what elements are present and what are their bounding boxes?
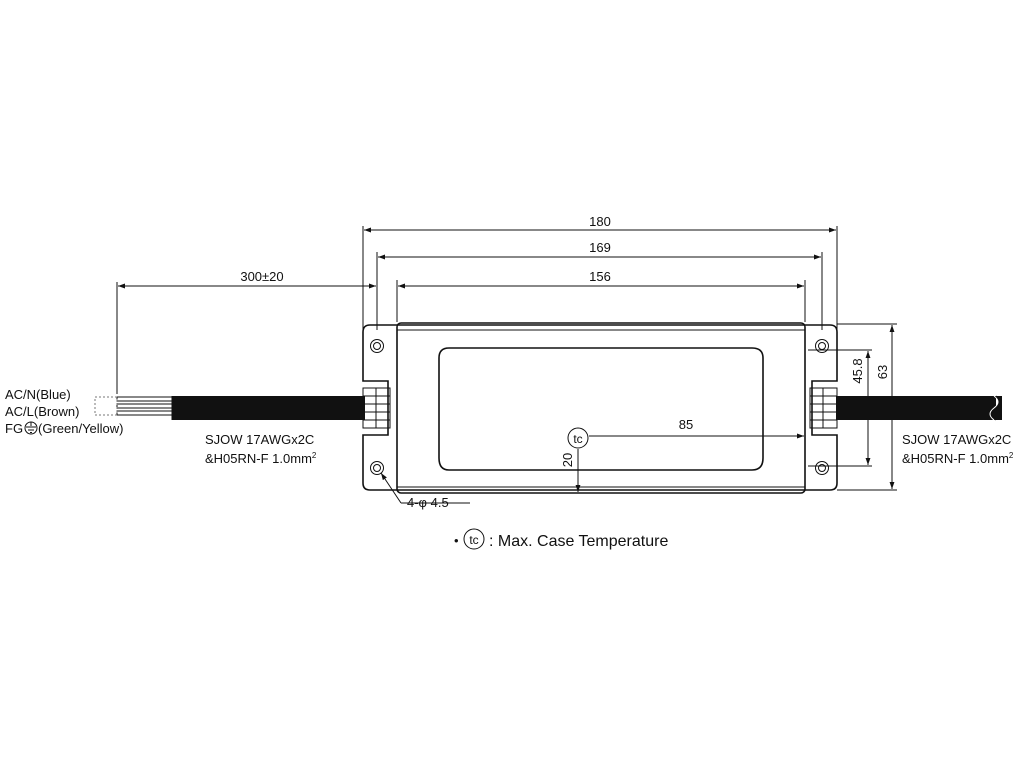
- mount-hole-callout: 4-φ 4.5: [380, 472, 470, 510]
- tc-point: tc 85 20: [560, 417, 804, 492]
- cable-spec-right-line1: SJOW 17AWGx2C: [902, 432, 1011, 447]
- right-cable-gland: [809, 387, 838, 429]
- dim-45-8: 45.8: [850, 358, 865, 383]
- dim-156: 156: [589, 269, 611, 284]
- wire-label-fg-suffix: (Green/Yellow): [38, 421, 124, 436]
- wire-labels: AC/N(Blue) AC/L(Brown) FG (Green/Yellow): [5, 387, 124, 436]
- cables: [172, 395, 1002, 421]
- cable-spec-left-line1: SJOW 17AWGx2C: [205, 432, 314, 447]
- wire-ends: [94, 396, 173, 420]
- legend-bullet: •: [454, 533, 459, 548]
- legend-tc-icon: [463, 528, 485, 550]
- legend-text: : Max. Case Temperature: [489, 533, 668, 550]
- dim-63: 63: [875, 365, 890, 379]
- mounting-hole-top-right: [815, 339, 829, 353]
- legend: • tc : Max. Case Temperature: [454, 528, 668, 550]
- cable-spec-right: SJOW 17AWGx2C &H05RN-F 1.0mm2: [902, 432, 1014, 466]
- label-area: [438, 347, 764, 471]
- input-cable: [172, 396, 365, 420]
- svg-text:&H05RN-F 1.0mm2: &H05RN-F 1.0mm2: [902, 451, 1014, 466]
- tc-symbol-icon: [567, 427, 589, 449]
- dim-cable-length: 300±20: [240, 269, 283, 284]
- cable-spec-left-line2: &H05RN-F 1.0mm: [205, 451, 312, 466]
- wire-blue: [116, 396, 173, 402]
- mount-hole-label: 4-φ 4.5: [407, 495, 449, 510]
- wire-label-ac-l: AC/L(Brown): [5, 404, 79, 419]
- mounting-hole-bottom-left: [370, 461, 384, 475]
- mounting-hole-top-left: [370, 339, 384, 353]
- wire-label-ac-n: AC/N(Blue): [5, 387, 71, 402]
- housing: [362, 322, 838, 494]
- cable-spec-right-sup: 2: [1009, 451, 1014, 460]
- ground-icon: [24, 421, 38, 435]
- dimension-values: 180 169 156 300±20 63 45.8: [240, 214, 890, 384]
- output-cable: [836, 396, 996, 420]
- case-body: [396, 322, 806, 494]
- wire-brown: [116, 403, 173, 409]
- mounting-hole-bottom-right: [815, 461, 829, 475]
- svg-text:&H05RN-F 1.0mm2: &H05RN-F 1.0mm2: [205, 451, 317, 466]
- dim-tc-y: 20: [560, 453, 575, 467]
- wire-label-fg-prefix: FG: [5, 421, 23, 436]
- dim-tc-x: 85: [679, 417, 693, 432]
- tc-symbol-text: tc: [573, 432, 582, 446]
- dim-169: 169: [589, 240, 611, 255]
- cable-spec-right-line2: &H05RN-F 1.0mm: [902, 451, 1009, 466]
- mounting-flange: [362, 324, 838, 491]
- cable-spec-left-sup: 2: [312, 451, 317, 460]
- wire-green-yellow: [116, 410, 173, 416]
- left-cable-gland: [362, 387, 391, 429]
- legend-tc-text: tc: [469, 533, 478, 547]
- dim-180: 180: [589, 214, 611, 229]
- cable-spec-left: SJOW 17AWGx2C &H05RN-F 1.0mm2: [205, 432, 317, 466]
